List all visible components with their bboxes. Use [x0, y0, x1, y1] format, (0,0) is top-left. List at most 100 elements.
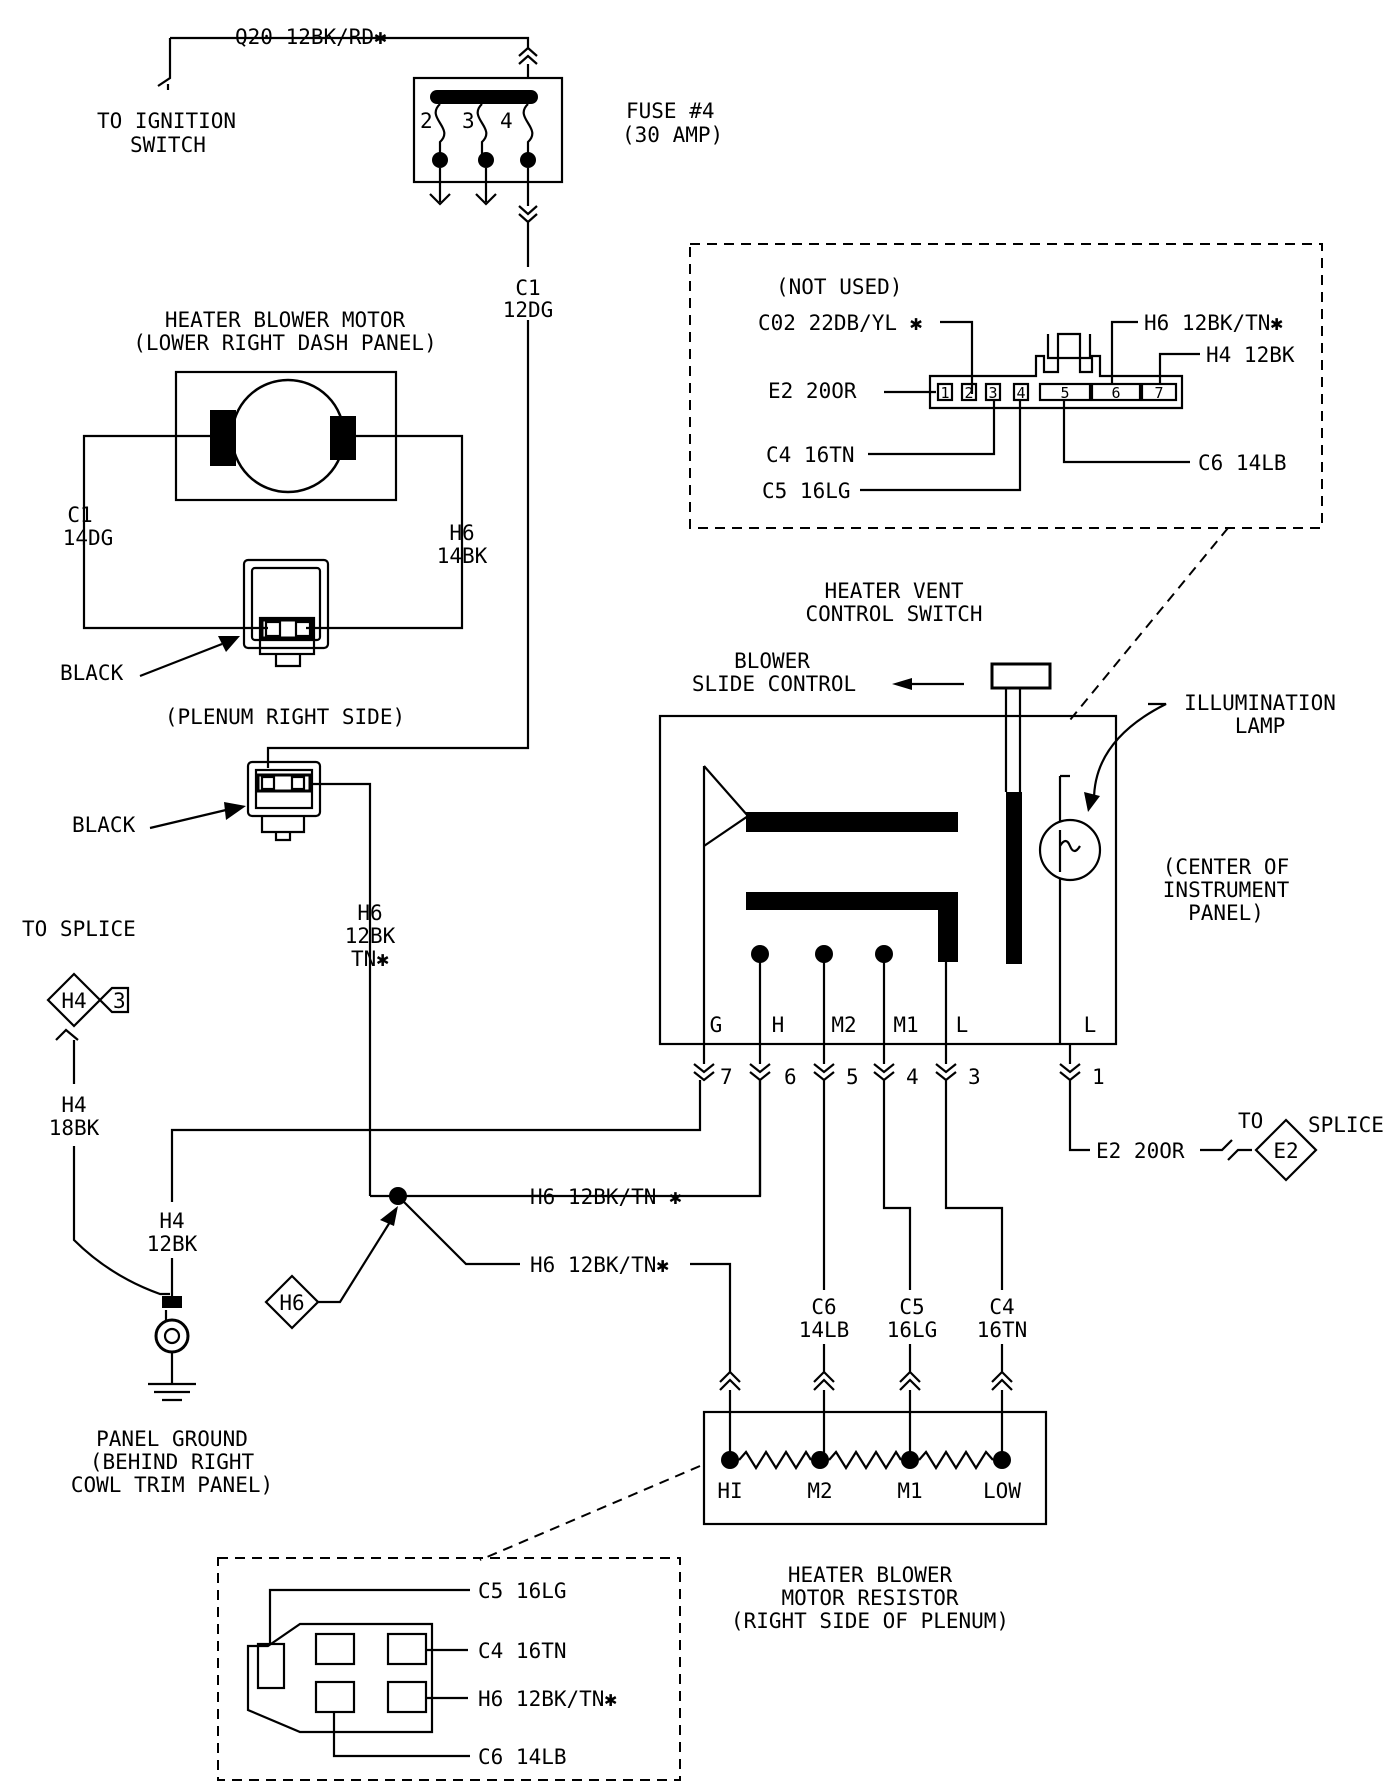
fuse-block: 2 3 4 FUSE #4 (30 AMP)	[412, 76, 723, 238]
resistor-wire-c6-gauge: 14LB	[799, 1318, 850, 1342]
blower-motor-title: HEATER BLOWER MOTOR	[165, 308, 406, 332]
switch-wire-e2: E2 20OR	[768, 379, 857, 403]
vent-terminal-h: H	[772, 1013, 785, 1037]
switch-wire-h6: H6 12BK/TN✱	[1144, 311, 1283, 335]
h4-lower-gauge: 12BK	[147, 1232, 198, 1256]
vent-cavity-7: 7	[720, 1065, 733, 1089]
plenum-connector-location: (PLENUM RIGHT SIDE)	[165, 705, 405, 729]
vent-terminal-l: L	[956, 1013, 969, 1037]
ground-label-line3: COWL TRIM PANEL)	[71, 1473, 273, 1497]
inline-wire-gauge: 12BK	[345, 924, 396, 948]
blower-left-wire-circuit: C1	[67, 503, 92, 527]
inline-connector-body	[246, 760, 322, 818]
illumination-lamp-icon	[1038, 818, 1102, 882]
splice-e2-label: SPLICE	[1308, 1113, 1384, 1137]
vent-cavity-6: 6	[784, 1065, 797, 1089]
splice-h4-group: TO SPLICE H4 3 H4 18BK H4 12BK	[22, 917, 702, 1298]
splice-h6-wire-lower: H6 12BK/TN✱	[530, 1253, 669, 1277]
switch-pin-4: 4	[1016, 384, 1025, 402]
vent-terminal-l2: L	[1084, 1013, 1097, 1037]
inline-wire-color: TN✱	[351, 947, 389, 971]
vent-terminal-g: G	[710, 1013, 723, 1037]
vent-switch-location-3: PANEL)	[1188, 901, 1264, 925]
resistor-wire-c4-gauge: 16TN	[977, 1318, 1028, 1342]
switch-pin-7: 7	[1154, 384, 1163, 402]
heater-blower-motor: HEATER BLOWER MOTOR (LOWER RIGHT DASH PA…	[60, 308, 488, 729]
illumination-lamp-label-2: LAMP	[1235, 714, 1286, 738]
blower-slide-label-1: BLOWER	[734, 649, 810, 673]
resistor-wire-c5-gauge: 16LG	[887, 1318, 938, 1342]
fuse-pin-4: 4	[500, 109, 513, 133]
heater-vent-control-switch: HEATER VENT CONTROL SWITCH BLOWER SLIDE …	[658, 579, 1336, 1046]
resistor-connector-detail: C5 16LG C4 16TN H6 12BK/TN✱ C6 14LB	[217, 1557, 681, 1781]
switch-wire-co2: C02 22DB/YL ✱	[758, 311, 923, 335]
switch-pin-6: 6	[1111, 384, 1120, 402]
vent-switch-housing	[658, 714, 1118, 1046]
blower-motor-icon	[230, 378, 346, 494]
splice-h6-group: H6 12BK/TN ✱ H6 12BK/TN✱ H6	[264, 1080, 762, 1372]
splice-h4-id: H4	[61, 989, 86, 1013]
switch-connector-frame	[689, 243, 1323, 529]
switch-pin-numbers: 1 2 3 4 5 6 7	[940, 384, 1163, 402]
splice-e2-to: TO	[1238, 1109, 1263, 1133]
h4-upper-circuit: H4	[61, 1093, 86, 1117]
vent-switch-location-1: (CENTER OF	[1163, 855, 1289, 879]
fuse-label-line2: (30 AMP)	[622, 123, 723, 147]
inline-wire-circuit: H6	[357, 901, 382, 925]
vent-switch-cavities: 7 6 5 4 3 1	[693, 1044, 1105, 1290]
ground-label-line2: (BEHIND RIGHT	[90, 1450, 255, 1474]
resistor-connector-frame	[217, 1557, 681, 1781]
resistor-connector-body	[246, 1622, 434, 1734]
splice-e2-id: E2	[1273, 1139, 1298, 1163]
resistor-terminal-m2: M2	[807, 1479, 832, 1503]
switch-contact-upper	[746, 812, 958, 832]
ignition-label-line2: SWITCH	[130, 133, 206, 157]
blower-slide-contact	[1006, 792, 1022, 964]
vent-switch-subtitle: CONTROL SWITCH	[805, 602, 982, 626]
switch-wire-c6: C6 14LB	[1198, 451, 1287, 475]
blower-slide-knob[interactable]	[990, 662, 1052, 690]
h4-upper-gauge: 18BK	[49, 1116, 100, 1140]
h4-lower-circuit: H4	[159, 1209, 184, 1233]
fuse-pin-3: 3	[462, 109, 475, 133]
c1-feed-circuit: C1	[515, 276, 540, 300]
ground-ring-icon	[154, 1318, 190, 1354]
splice-h4-pin: 3	[113, 989, 126, 1013]
vent-terminal-m2: M2	[831, 1013, 856, 1037]
switch-connector-body	[928, 332, 1184, 410]
ignition-wire-label: Q20 12BK/RD✱	[235, 25, 387, 49]
resistor-conn-c5: C5 16LG	[478, 1579, 567, 1603]
fuse-bus-bar	[430, 90, 538, 104]
c1-feed-gauge: 12DG	[503, 298, 554, 322]
switch-wire-c4: C4 16TN	[766, 443, 855, 467]
blower-right-wire-circuit: H6	[449, 521, 474, 545]
resistor-title-2: MOTOR RESISTOR	[781, 1586, 958, 1610]
resistor-wire-c4-circuit: C4	[989, 1295, 1014, 1319]
blower-right-wire-gauge: 14BK	[437, 544, 488, 568]
resistor-terminal-hi: HI	[717, 1479, 742, 1503]
inline-connector-color: BLACK	[72, 813, 136, 837]
vent-switch-location-2: INSTRUMENT	[1163, 878, 1290, 902]
resistor-terminal-m1: M1	[897, 1479, 922, 1503]
inline-connector: BLACK H6 12BK TN✱	[72, 760, 396, 1196]
switch-connector-detail: (NOT USED) C02 22DB/YL ✱ H6 12BK/TN✱ H4 …	[689, 243, 1323, 721]
switch-pin-1: 1	[940, 384, 949, 402]
fuse-label-line1: FUSE #4	[626, 99, 715, 123]
slide-direction-arrow-icon	[892, 678, 912, 690]
plenum-connector-color: BLACK	[60, 661, 124, 685]
plenum-connector	[242, 558, 330, 650]
illumination-lamp-label-1: ILLUMINATION	[1184, 691, 1336, 715]
panel-ground: PANEL GROUND (BEHIND RIGHT COWL TRIM PAN…	[71, 1296, 273, 1497]
switch-pin-cells	[936, 382, 1178, 402]
resistor-conn-c4: C4 16TN	[478, 1639, 567, 1663]
resistor-title-3: (RIGHT SIDE OF PLENUM)	[731, 1609, 1009, 1633]
resistor-conn-c6: C6 14LB	[478, 1745, 567, 1769]
fuse-pin-2: 2	[420, 109, 433, 133]
blower-slide-label-2: SLIDE CONTROL	[692, 672, 856, 696]
vent-switch-title: HEATER VENT	[824, 579, 963, 603]
vent-cavity-1: 1	[1092, 1065, 1105, 1089]
vent-cavity-5: 5	[846, 1065, 859, 1089]
splice-e2-diamond	[1254, 1118, 1318, 1182]
ground-label-line1: PANEL GROUND	[96, 1427, 248, 1451]
switch-wire-c5: C5 16LG	[762, 479, 851, 503]
